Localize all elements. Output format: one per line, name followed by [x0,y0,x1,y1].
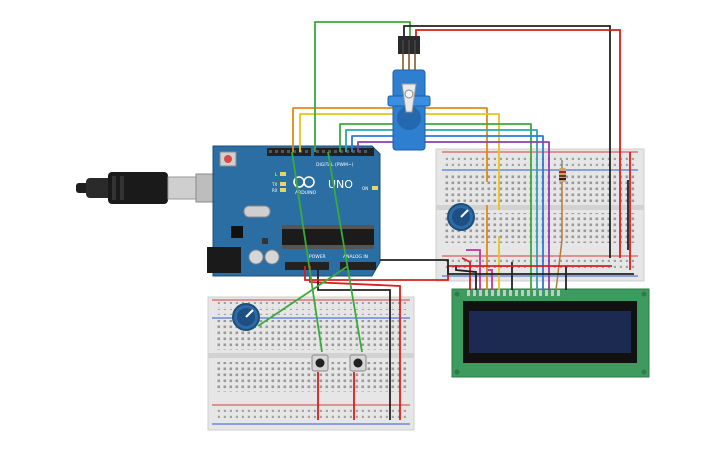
lcd-data-wires [292,107,550,290]
power-header [285,262,329,270]
gnd-wire [317,266,391,420]
lcd-screen [469,311,631,353]
arduino-logo-icon [293,176,315,188]
led-tx [280,182,286,186]
voltage-regulator [231,226,243,238]
button2-wire [327,151,363,353]
pushbutton-2 [349,354,367,372]
pushbutton-1 [311,354,329,372]
servo-ground-wire [403,25,611,152]
analog-label: ANALOG IN [343,254,368,260]
usb-cable [76,172,217,204]
led-label-rx: RX [272,188,278,193]
capacitor-2 [264,249,280,265]
button1-wire [291,151,323,353]
arduino-model: UNO [328,178,353,191]
servo-signal-wire [314,21,411,152]
led-l [280,172,286,176]
servo-motor [387,36,431,151]
servo-wires [314,21,621,152]
digital-label: DIGITAL (PWM~) [316,162,354,168]
power-and-input-wires [257,151,634,420]
power-jack [207,247,241,273]
led-rx [280,188,286,192]
servo-power-wire [415,29,621,152]
led-on [372,186,378,190]
lcd-module [451,288,650,378]
capacitor-1 [248,249,264,265]
led-label-l: L [275,172,278,177]
atmega-chip [282,228,374,246]
arduino-uno-board: DIGITAL (PWM~) L TX RX ON ARDUINO UNO [207,145,381,277]
arduino-brand: ARDUINO [295,190,317,196]
potentiometer-right [447,203,475,231]
lcd-power-wires [455,152,631,290]
reset-button [224,155,232,163]
crystal [243,205,271,218]
lcd-pin-header [467,290,560,296]
pot-signal-wire [257,265,349,327]
power-label: POWER [309,254,326,260]
digital-header-right [314,148,374,156]
analog-header [340,262,376,270]
led-label-on: ON [362,186,368,191]
potentiometer-left [232,303,260,331]
led-label-tx: TX [271,182,277,187]
